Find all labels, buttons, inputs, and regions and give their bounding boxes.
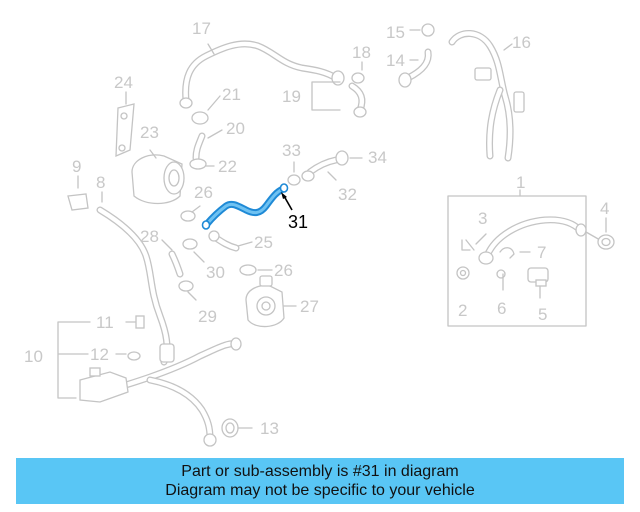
label-31: 31 — [288, 212, 308, 232]
label-25: 25 — [254, 233, 273, 252]
label-32: 32 — [338, 185, 357, 204]
label-21: 21 — [222, 85, 241, 104]
label-8: 8 — [96, 173, 105, 192]
label-13: 13 — [260, 419, 279, 438]
part-4-clamp — [597, 217, 615, 250]
label-29: 29 — [198, 307, 217, 326]
label-15: 15 — [386, 23, 405, 42]
part-27-housing — [245, 275, 297, 328]
label-22: 22 — [218, 157, 237, 176]
part-labels: 1 2 3 4 5 6 7 8 9 10 11 12 13 14 15 16 1… — [24, 19, 609, 438]
part-20-21-22 — [189, 95, 223, 170]
part-31-hose-highlighted[interactable] — [201, 183, 293, 230]
label-10: 10 — [24, 347, 43, 366]
label-33: 33 — [282, 141, 301, 160]
label-12: 12 — [90, 345, 109, 364]
part-16-hose — [448, 30, 525, 162]
label-6: 6 — [497, 299, 506, 318]
part-32-33-34 — [287, 150, 363, 186]
part-11-12-13 — [115, 315, 253, 438]
banner-line-1: Part or sub-assembly is #31 in diagram — [181, 463, 459, 480]
label-11: 11 — [96, 313, 114, 332]
label-34: 34 — [368, 148, 387, 167]
label-28: 28 — [140, 227, 159, 246]
label-14: 14 — [386, 51, 405, 70]
label-24: 24 — [114, 73, 133, 92]
label-17: 17 — [192, 19, 211, 38]
banner-line-2: Diagram may not be specific to your vehi… — [165, 482, 475, 499]
label-26a: 26 — [194, 183, 213, 202]
label-4: 4 — [600, 199, 609, 218]
part-17-hose — [179, 40, 345, 109]
label-18: 18 — [352, 43, 371, 62]
part-18-19 — [311, 61, 367, 118]
label-27: 27 — [300, 297, 319, 316]
part-10-assembly — [57, 321, 242, 447]
label-23: 23 — [140, 123, 159, 142]
label-3: 3 — [478, 209, 487, 228]
part-23-24 — [115, 91, 185, 205]
label-5: 5 — [538, 305, 547, 324]
label-2: 2 — [458, 301, 467, 320]
part-1-box — [447, 189, 601, 327]
label-16: 16 — [512, 33, 531, 52]
part-25-26-28-29-30 — [161, 205, 273, 301]
label-7: 7 — [537, 243, 546, 262]
part-14-15 — [398, 23, 435, 88]
label-30: 30 — [206, 263, 225, 282]
label-19: 19 — [282, 87, 301, 106]
label-20: 20 — [226, 119, 245, 138]
info-banner: Part or sub-assembly is #31 in diagram D… — [16, 458, 624, 504]
label-26b: 26 — [274, 261, 293, 280]
label-1: 1 — [516, 173, 525, 192]
part-9 — [67, 175, 89, 211]
label-9: 9 — [72, 157, 81, 176]
part-8-hose — [96, 191, 171, 366]
